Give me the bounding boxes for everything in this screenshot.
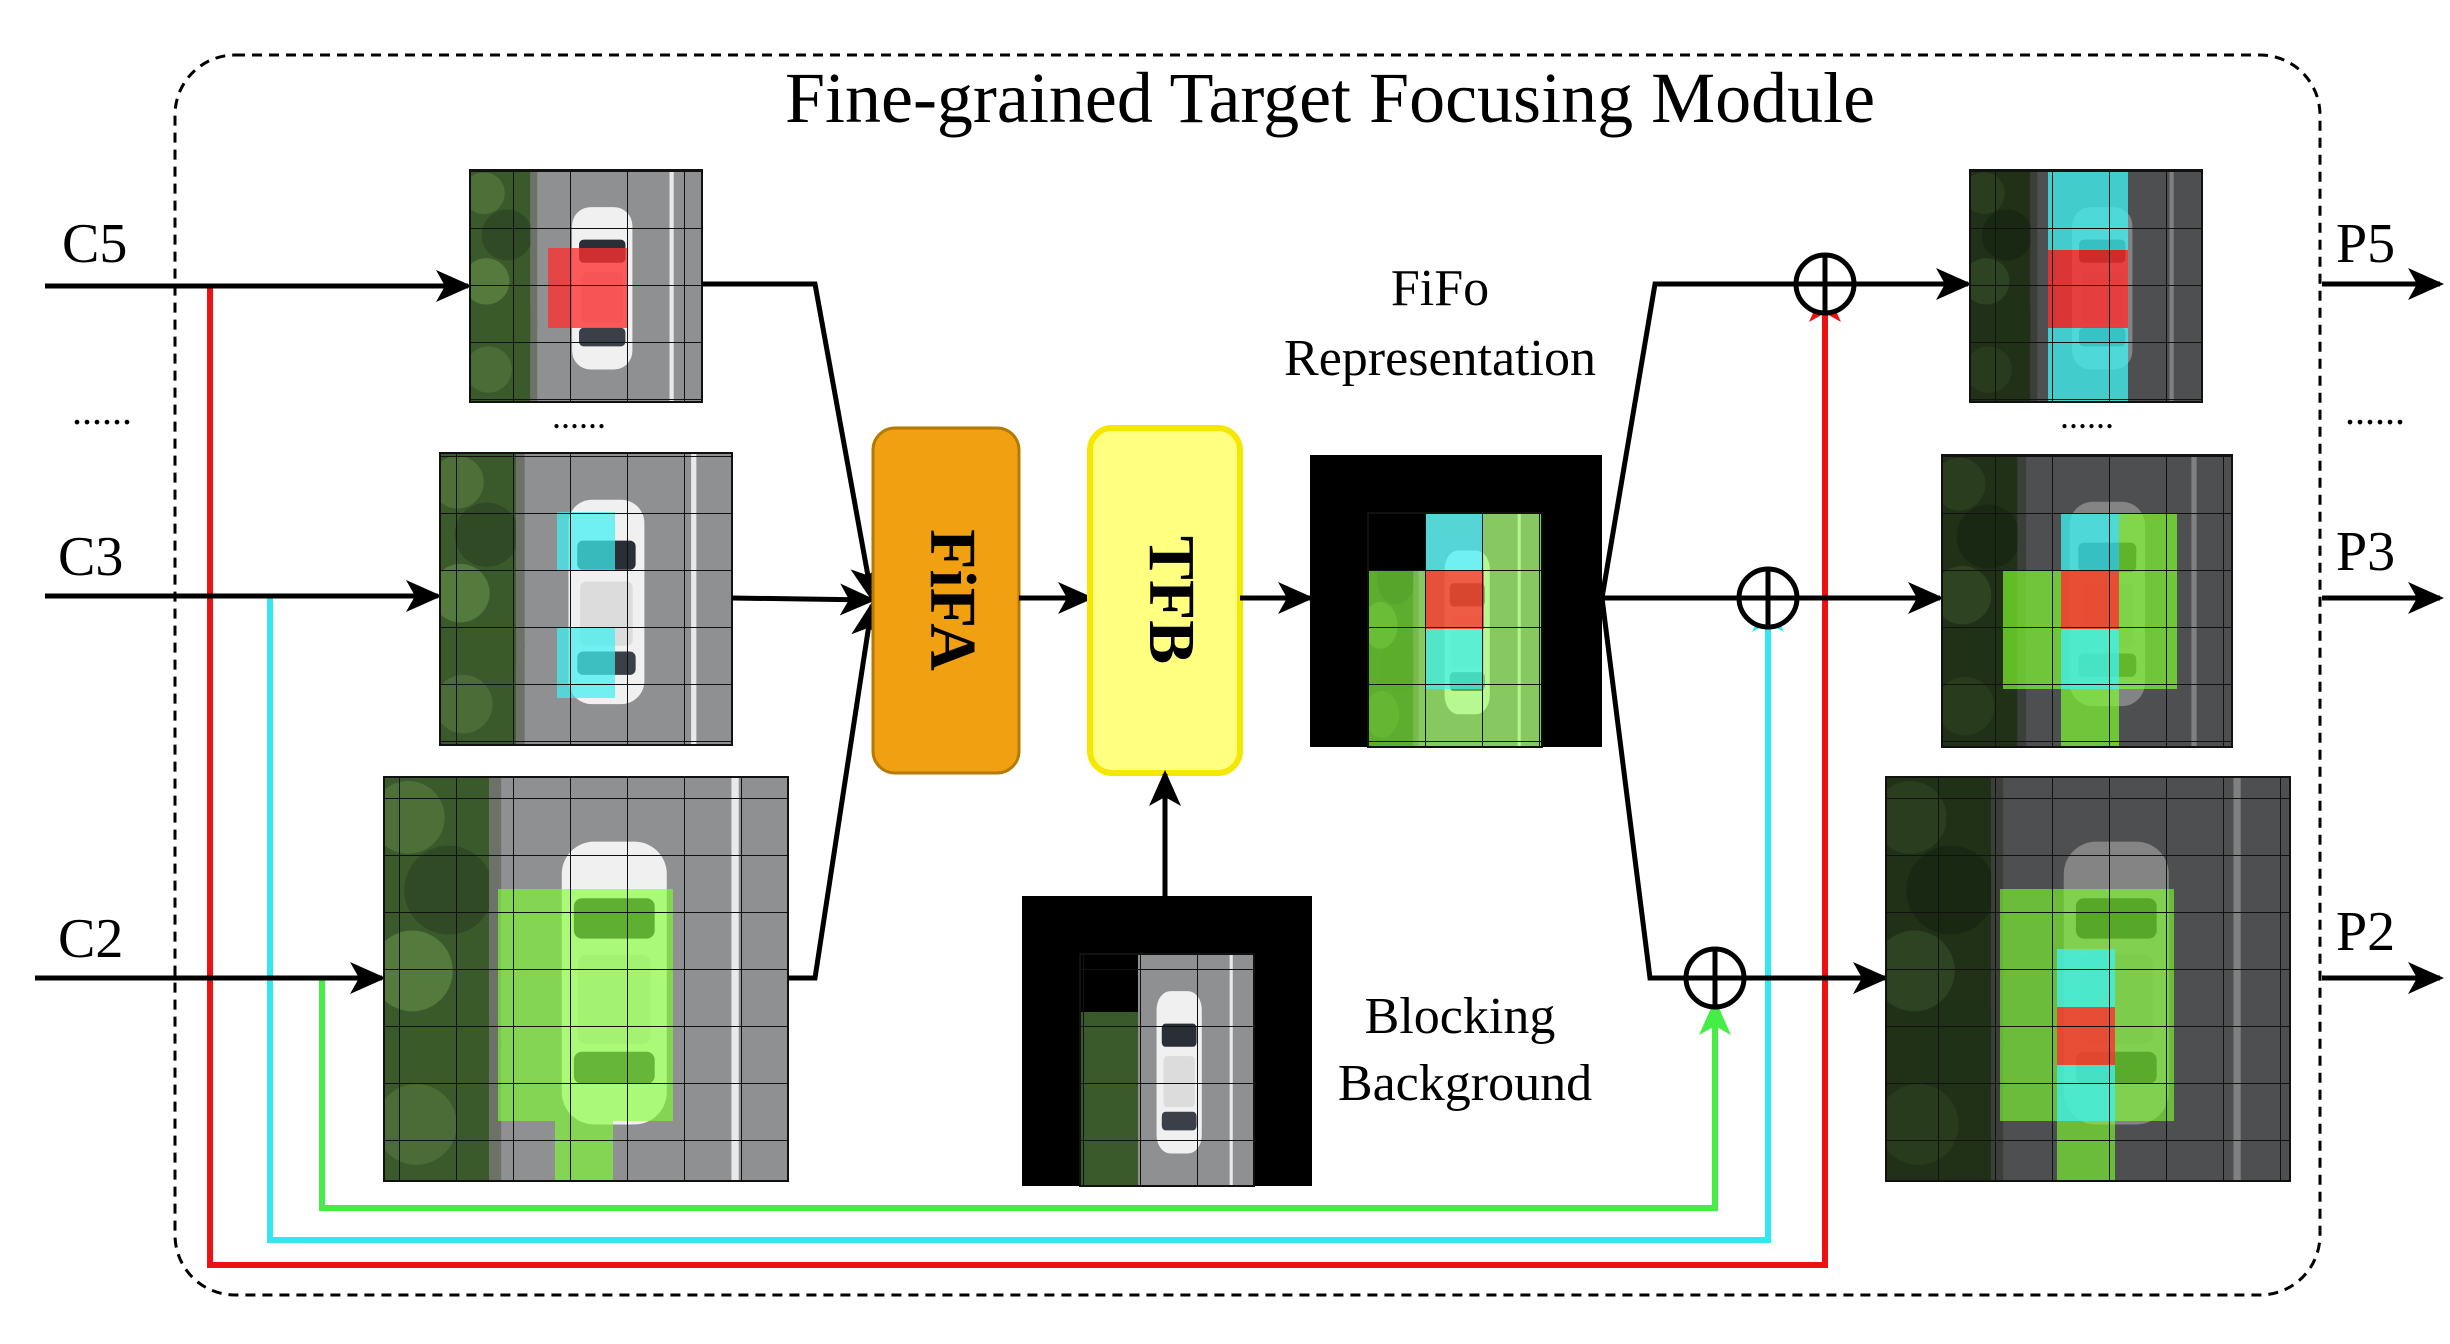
output-label-p3: P3 xyxy=(2336,521,2395,583)
sum-node-p2 xyxy=(1683,946,1747,1010)
feature-map-p3 xyxy=(1941,454,2233,748)
input-ellipsis: ...... xyxy=(72,388,132,433)
feature-map-c5 xyxy=(469,169,703,403)
blocking-label-line2: Background xyxy=(1338,1055,1592,1112)
feature-map-p5 xyxy=(1969,169,2203,403)
fifa-label: FiFA xyxy=(916,529,989,671)
skip-connection-cyan xyxy=(267,596,1784,1243)
skip-connection-red xyxy=(207,286,1841,1268)
line-c2-to-fifa xyxy=(788,601,883,981)
fifo-representation-map xyxy=(1310,455,1602,748)
output-label-p5: P5 xyxy=(2336,213,2395,275)
output-label-p2: P2 xyxy=(2336,901,2395,963)
line-fifo-to-p5 xyxy=(1599,281,1795,599)
fifo-label-line1: FiFo xyxy=(1391,260,1489,317)
map-ellipsis-top: ...... xyxy=(552,396,606,436)
feature-map-c2 xyxy=(383,776,789,1182)
tfb-label: TFB xyxy=(1135,536,1208,664)
blocking-background-map xyxy=(1022,896,1312,1187)
input-label-c5: C5 xyxy=(62,213,127,275)
line-c5-to-fifa xyxy=(702,281,883,602)
input-label-c2: C2 xyxy=(58,908,123,970)
blocking-label-line1: Blocking xyxy=(1365,988,1556,1045)
feature-map-c3 xyxy=(439,452,733,746)
fifo-label-line2: Representation xyxy=(1284,330,1596,387)
output-ellipsis: ...... xyxy=(2345,388,2405,433)
feature-map-p2 xyxy=(1885,776,2291,1182)
output-map-ellipsis: ...... xyxy=(2060,396,2114,436)
module-boundary xyxy=(173,53,2322,1297)
line-c3-to-fifa xyxy=(731,583,876,616)
module-title: Fine-grained Target Focusing Module xyxy=(785,58,1875,138)
sum-node-p5 xyxy=(1793,252,1857,316)
sum-node-p3 xyxy=(1736,566,1800,630)
line-fifo-to-p2 xyxy=(1599,597,1685,981)
skip-connection-green xyxy=(319,978,1731,1211)
input-label-c3: C3 xyxy=(58,526,123,588)
